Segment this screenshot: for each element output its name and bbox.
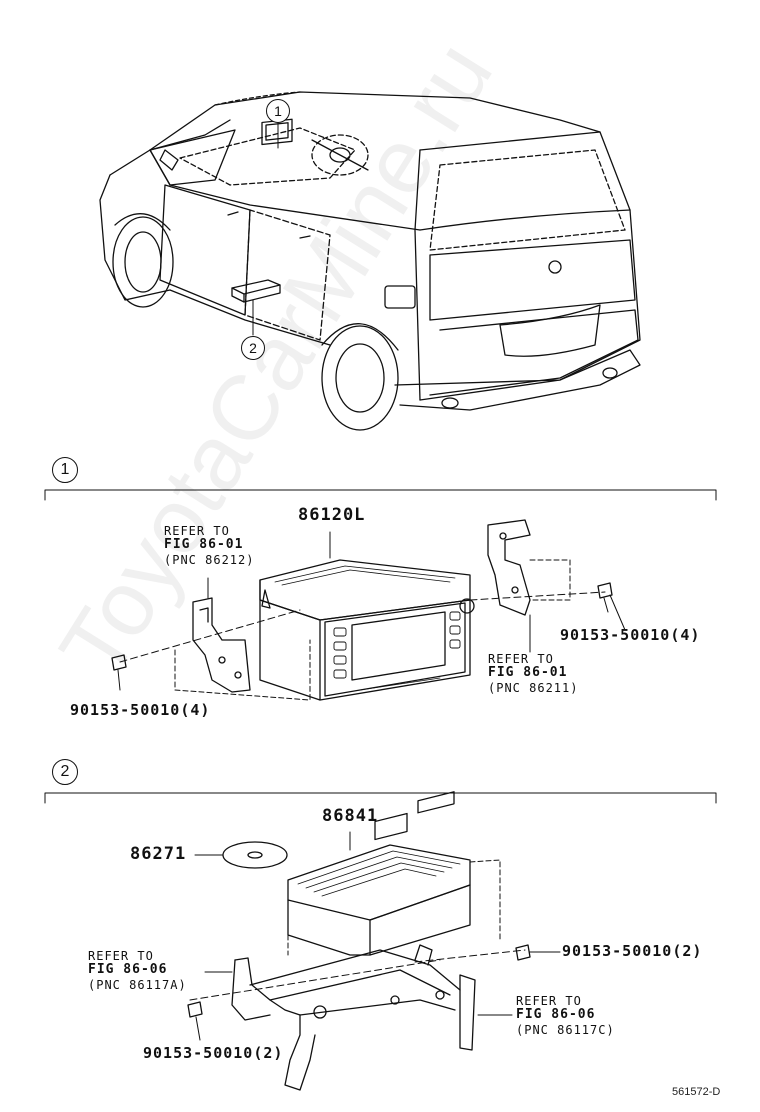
ref-right-line-3-section-2: (PNC 86117C) <box>516 1023 615 1037</box>
overview-callout-1: 1 <box>266 99 290 123</box>
disc-86271 <box>194 841 288 869</box>
amplifier-86841 <box>287 791 501 956</box>
screw-set-section-2 <box>187 944 561 1041</box>
vehicle-illustration <box>99 91 641 431</box>
section-1-number: 1 <box>52 457 78 483</box>
section-1-frame <box>44 489 717 501</box>
ref-right-line-2: FIG 86-01 <box>488 665 568 680</box>
overview-callout-2: 2 <box>241 336 265 360</box>
ref-left-line-2-section-2: FIG 86-06 <box>88 962 168 977</box>
screw-label-left-section-1: 90153-50010(4) <box>70 701 211 719</box>
bracket-right-86211 <box>469 519 606 653</box>
bracket-assembly-section-2 <box>189 944 526 1091</box>
ref-right-line-1: REFER TO <box>488 652 554 666</box>
bracket-left-86212 <box>119 577 301 693</box>
footer-code: 561572-D <box>672 1086 721 1098</box>
screw-set-section-1 <box>111 582 626 691</box>
section-2-frame <box>44 792 717 804</box>
screw-label-left-section-2: 90153-50010(2) <box>143 1044 284 1062</box>
ref-right-line-3: (PNC 86211) <box>488 681 579 695</box>
ref-left-line-3: (PNC 86212) <box>164 553 255 567</box>
screw-label-right-section-1: 90153-50010(4) <box>560 626 701 644</box>
ref-left-line-3-section-2: (PNC 86117A) <box>88 978 187 992</box>
ref-left-line-2: FIG 86-01 <box>164 537 244 552</box>
ref-right-line-2-section-2: FIG 86-06 <box>516 1007 596 1022</box>
section-2-number: 2 <box>52 759 78 785</box>
part-number-86271: 86271 <box>130 844 187 864</box>
ref-left-line-1-section-2: REFER TO <box>88 949 154 963</box>
screw-label-right-section-2: 90153-50010(2) <box>562 942 703 960</box>
part-number-86120L: 86120L <box>298 505 366 525</box>
ref-right-line-1-section-2: REFER TO <box>516 994 582 1008</box>
ref-left-line-1: REFER TO <box>164 524 230 538</box>
part-number-86841: 86841 <box>322 806 379 826</box>
